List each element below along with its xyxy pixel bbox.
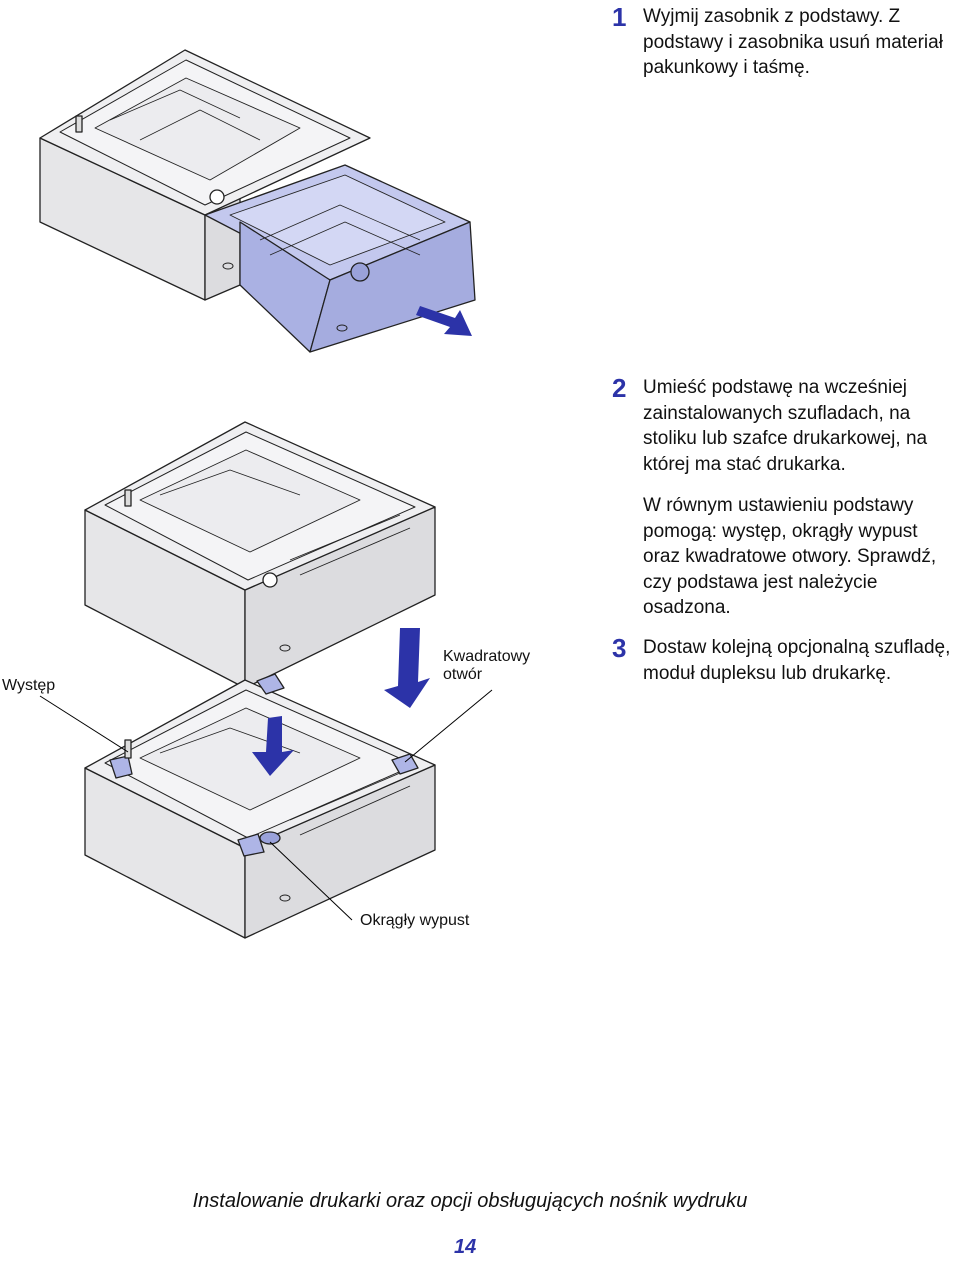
callout-kwadratowy-otwor: Kwadratowy otwór [443,648,530,684]
wystep-leader-line [39,695,129,753]
step-1-number: 1 [612,2,627,32]
callout-okragly-wypust: Okrągły wypust [360,912,470,929]
pull-arrow-icon [416,306,472,336]
step-2: 2 Umieść podstawę na wcześniej zainstalo… [612,373,958,477]
step-1: 1 Wyjmij zasobnik z podstawy. Z podstawy… [612,2,958,81]
callout-kwadratowy-line2: otwór [443,666,483,683]
lower-base-illustration [84,673,436,939]
drawer-with-tray-illustration [39,49,476,353]
kwadratowy-leader-line [404,689,493,763]
step-2-note: W równym ustawieniu podstawy pomogą: wys… [643,495,937,618]
step-1-text: Wyjmij zasobnik z podstawy. Z podstawy i… [643,6,943,78]
step-2-text: Umieść podstawę na wcześniej zainstalowa… [643,377,928,475]
step-2-number: 2 [612,373,627,403]
callout-kwadratowy-line1: Kwadratowy [443,648,531,665]
page-number: 14 [454,1236,477,1258]
footer-title: Instalowanie drukarki oraz opcji obsługu… [192,1190,748,1212]
alignment-arrow-icon [252,716,294,776]
okragly-leader-line [269,841,353,921]
step-3: 3 Dostaw kolejną opcjonalną szufladę, mo… [612,633,958,686]
upper-base-illustration [84,421,436,689]
step-3-number: 3 [612,633,627,663]
callout-wystep: Występ [2,677,56,694]
down-arrow-icon [384,628,430,708]
step-3-text: Dostaw kolejną opcjonalną szufladę, modu… [643,637,951,684]
